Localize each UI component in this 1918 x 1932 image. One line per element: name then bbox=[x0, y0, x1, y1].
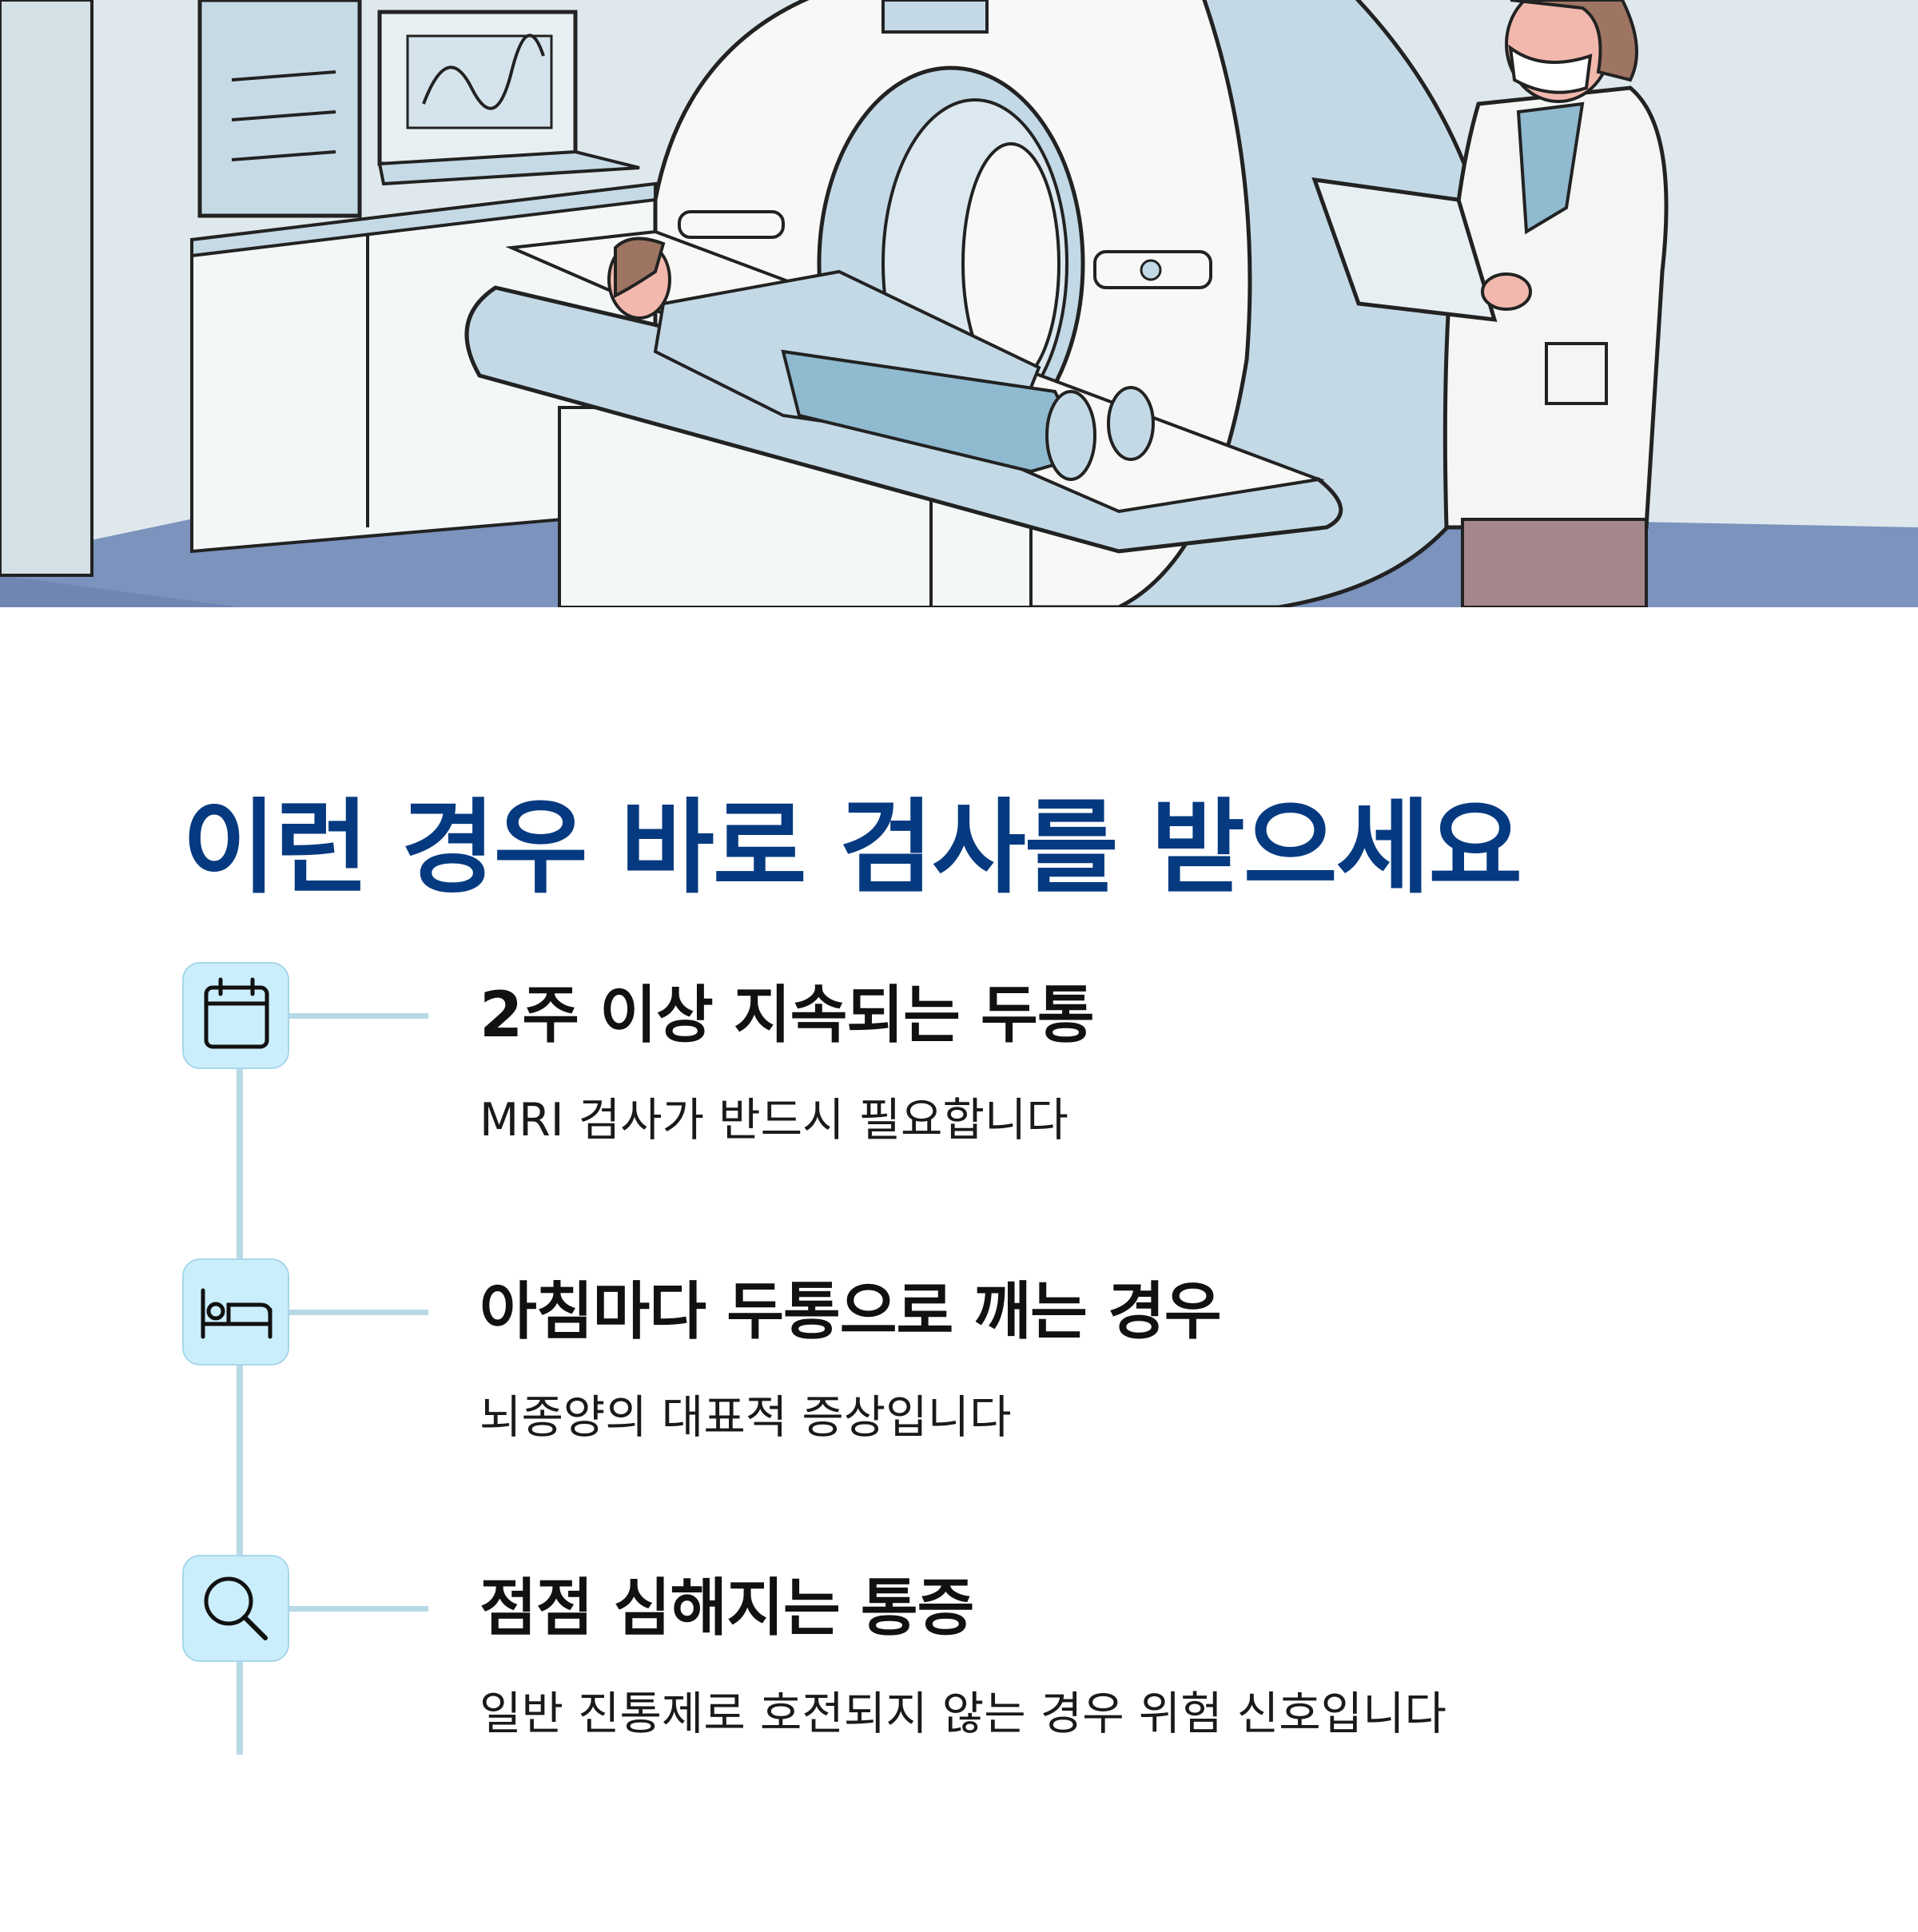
item-description: MRI 검사가 반드시 필요합니다 bbox=[480, 1094, 1068, 1147]
connector-line bbox=[289, 1606, 428, 1612]
mri-scene-svg bbox=[0, 0, 1918, 607]
connector-line bbox=[289, 1310, 428, 1315]
icon-badge bbox=[182, 962, 289, 1069]
monitor-left bbox=[197, 0, 362, 218]
item-description: 뇌종양의 대표적 증상입니다 bbox=[480, 1391, 1012, 1444]
bed-icon bbox=[201, 1288, 273, 1339]
icon-badge bbox=[182, 1258, 289, 1366]
item-title: 2주 이상 지속되는 두통 bbox=[480, 980, 1095, 1051]
doctor-coat bbox=[1442, 85, 1669, 530]
item-title: 점점 심해지는 통증 bbox=[480, 1572, 974, 1644]
search-icon bbox=[204, 1576, 268, 1640]
connector-line bbox=[289, 1013, 428, 1019]
timeline-line bbox=[237, 1067, 243, 1755]
calendar-icon bbox=[204, 977, 269, 1049]
item-title: 아침마다 두통으로 깨는 경우 bbox=[480, 1276, 1222, 1348]
mri-illustration bbox=[0, 0, 1918, 607]
icon-badge bbox=[182, 1555, 289, 1662]
item-description: 일반 진통제로 호전되지 않는 경우 위험 신호입니다 bbox=[480, 1688, 1446, 1740]
clipboard bbox=[1311, 177, 1498, 322]
page-title: 이런 경우 바로 검사를 받으세요 bbox=[182, 789, 1522, 908]
